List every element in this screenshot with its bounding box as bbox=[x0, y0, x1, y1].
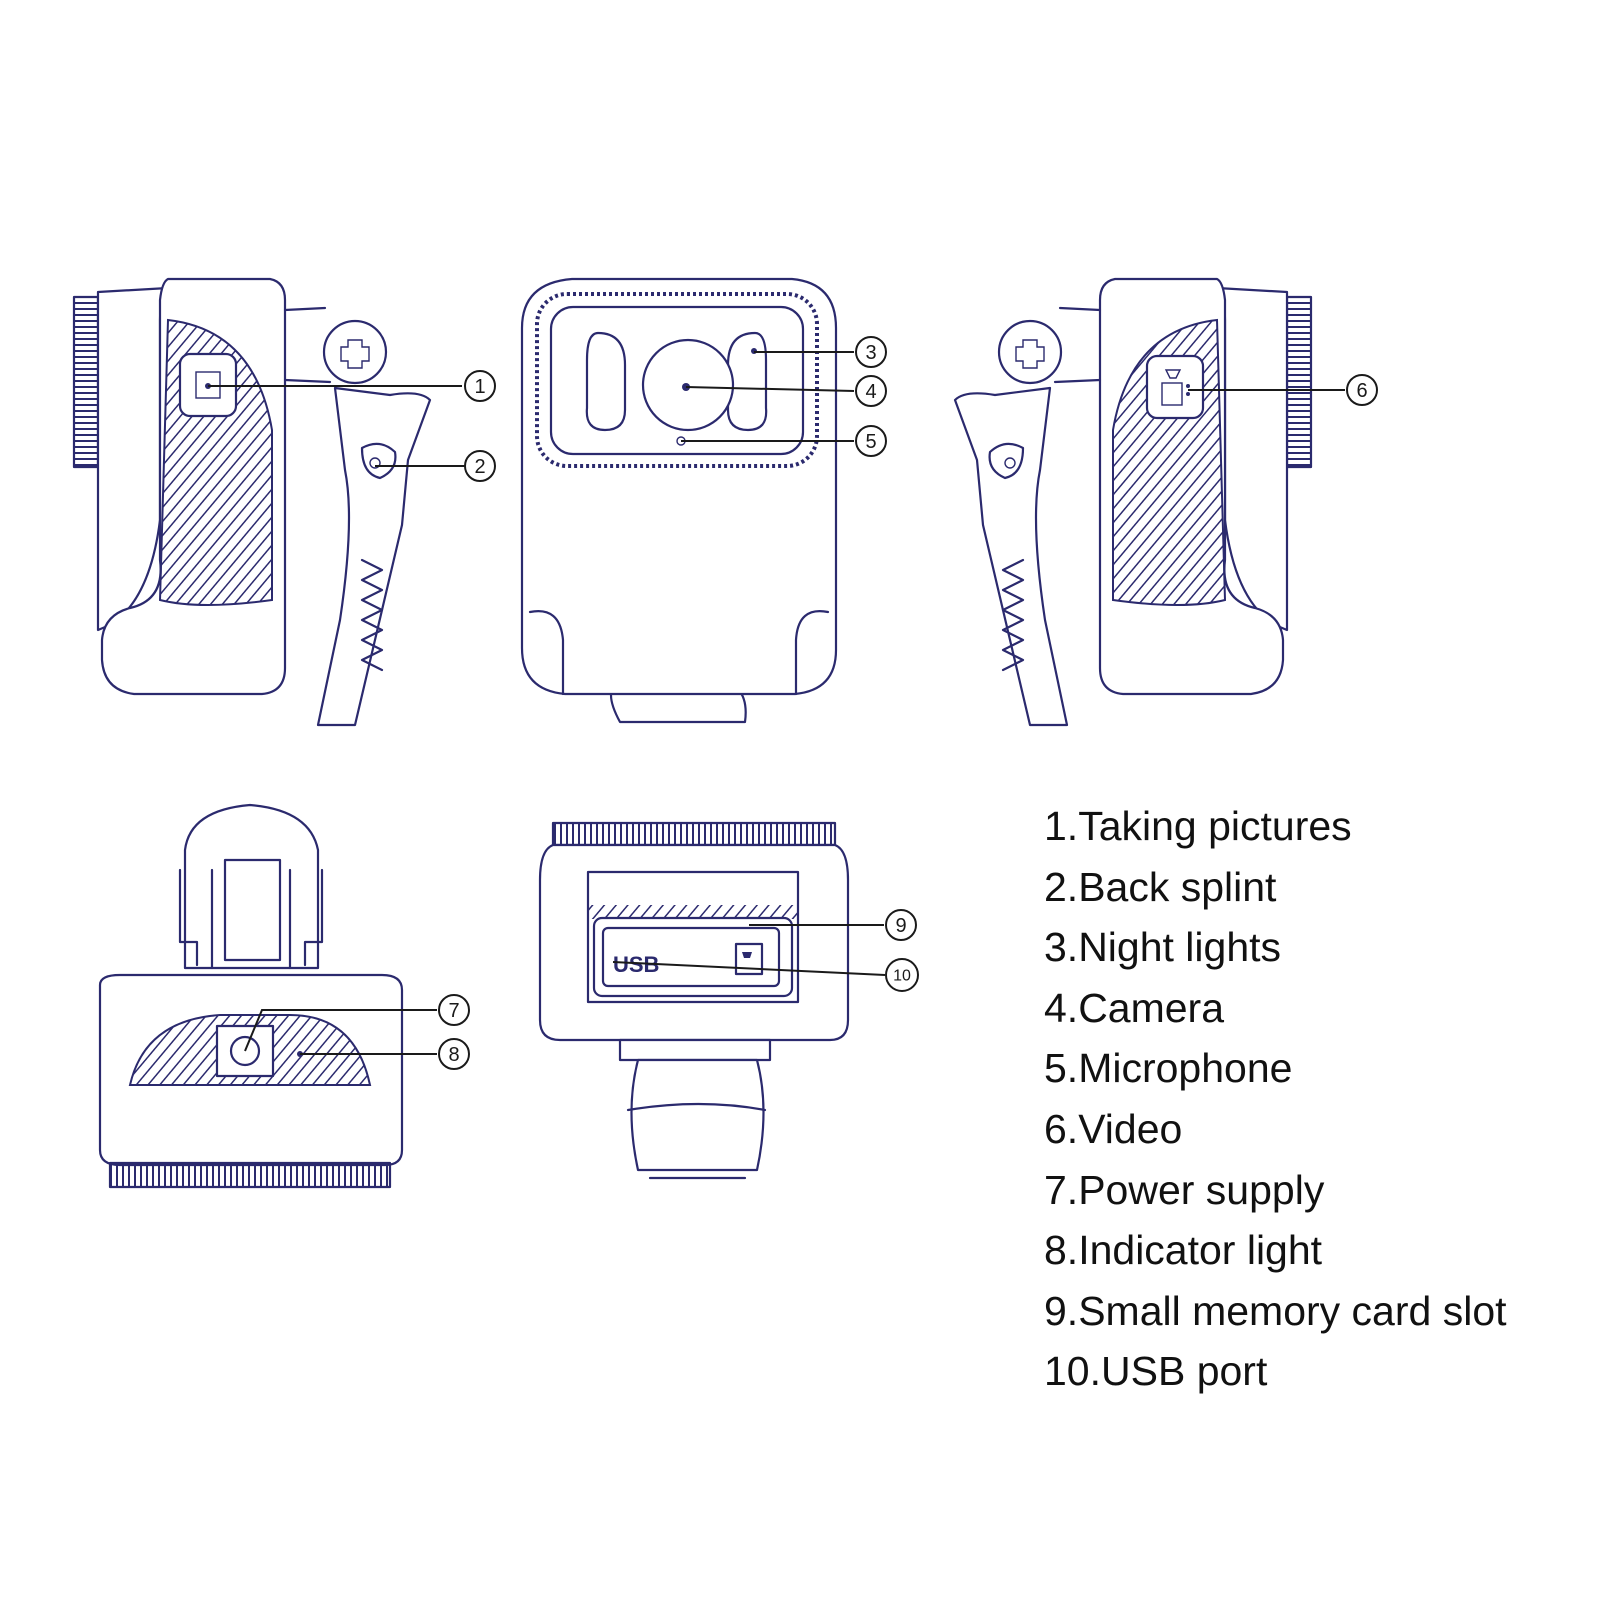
svg-text:2: 2 bbox=[474, 456, 485, 478]
callout-9: 9 bbox=[885, 909, 917, 941]
svg-text:4: 4 bbox=[865, 381, 876, 403]
callout-2: 2 bbox=[464, 450, 496, 482]
legend-item: 1.Taking pictures bbox=[1044, 803, 1352, 849]
svg-text:3: 3 bbox=[865, 342, 876, 364]
legend-item: 4.Camera bbox=[1044, 984, 1225, 1031]
callout-7: 7 bbox=[438, 994, 470, 1026]
callout-6: 6 bbox=[1346, 374, 1378, 406]
night-light-right bbox=[726, 331, 768, 432]
legend-item: 9.Small memory card slot bbox=[1044, 1287, 1507, 1334]
legend-item: 2.Back splint bbox=[1044, 863, 1277, 910]
callout-8: 8 bbox=[438, 1038, 470, 1070]
legend-item: 8.Indicator light bbox=[1044, 1227, 1323, 1274]
callout-4: 4 bbox=[855, 375, 887, 407]
bottom-view: USB bbox=[538, 821, 850, 1180]
svg-text:1: 1 bbox=[474, 376, 485, 398]
legend-item: 5.Microphone bbox=[1044, 1045, 1293, 1092]
night-light-left bbox=[585, 331, 627, 432]
legend-item: 10.USB port bbox=[1044, 1348, 1268, 1395]
svg-text:6: 6 bbox=[1356, 380, 1367, 402]
right-side-view bbox=[953, 277, 1313, 727]
legend-item: 3.Night lights bbox=[1044, 924, 1282, 971]
leader-lines bbox=[208, 351, 1345, 1055]
svg-text:7: 7 bbox=[448, 1000, 459, 1022]
parts-legend: 1.Taking pictures 2.Back splint 3.Night … bbox=[1044, 796, 1507, 1402]
front-view bbox=[520, 277, 838, 724]
callout-10: 10 bbox=[885, 958, 919, 992]
video-button[interactable] bbox=[1145, 354, 1205, 420]
screw-icon bbox=[322, 319, 388, 385]
legend-item: 6.Video bbox=[1044, 1105, 1183, 1152]
left-side-view bbox=[72, 277, 432, 727]
callout-1: 1 bbox=[464, 370, 496, 402]
svg-text:5: 5 bbox=[865, 431, 876, 453]
legend-item: 7.Power supply bbox=[1044, 1166, 1325, 1213]
top-view bbox=[98, 803, 404, 1189]
callout-3: 3 bbox=[855, 336, 887, 368]
svg-text:9: 9 bbox=[895, 915, 906, 937]
svg-text:8: 8 bbox=[448, 1044, 459, 1066]
callout-5: 5 bbox=[855, 425, 887, 457]
svg-text:10: 10 bbox=[893, 968, 911, 985]
